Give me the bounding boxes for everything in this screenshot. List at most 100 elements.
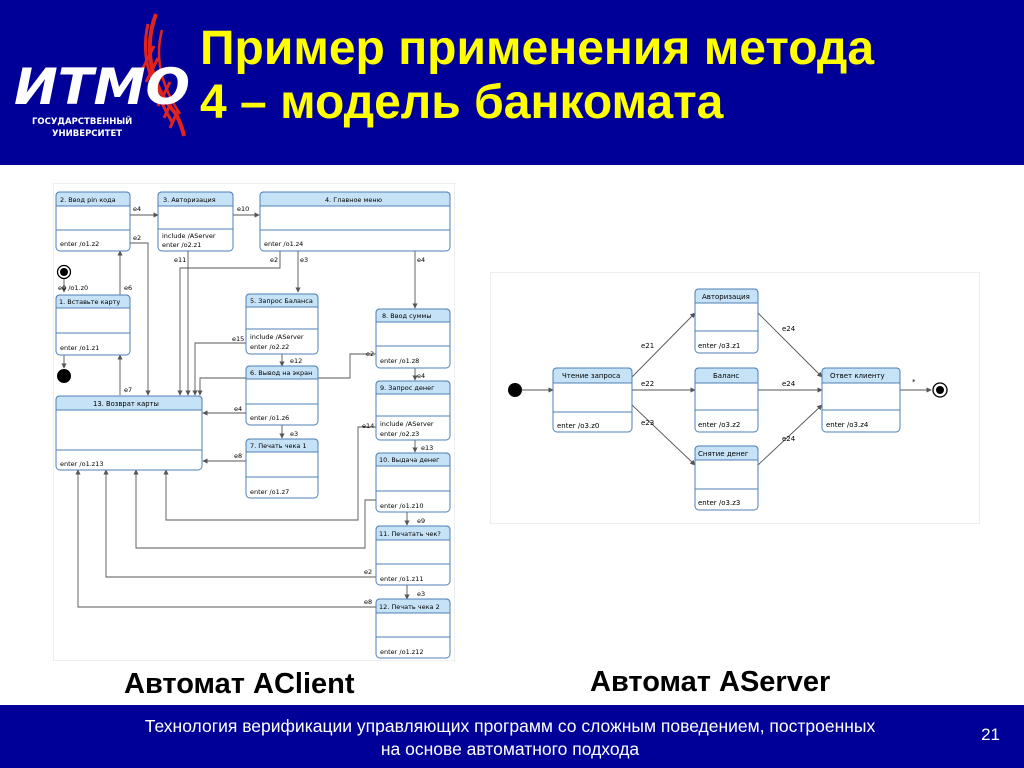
state-2: 2. Ввод pin кода enter /o1.z2: [55, 191, 131, 252]
diagram-label: e24: [782, 435, 796, 443]
diagram-label: enter /o1.z7: [250, 488, 289, 496]
diagram-label: e21: [641, 342, 654, 350]
state-9: 9. Запрос денег include /AServer enter /…: [375, 380, 451, 441]
footer-line-2: на основе автоматного подхода: [380, 739, 640, 759]
diagram-label: e24: [782, 380, 796, 388]
state-10: 10. Выдача денег enter /o1.z10: [375, 452, 451, 513]
server-initial-state-icon: [508, 383, 522, 397]
diagram-label: 11. Печатать чек?: [379, 530, 441, 538]
diagram-label: e3: [290, 430, 298, 438]
state-3: 3. Авторизация include /AServer enter /o…: [157, 191, 234, 252]
server-state-auth: Авторизация enter /o3.z1: [694, 288, 759, 354]
diagram-label: e23: [641, 419, 654, 427]
transition-labels: e4 e10 e2 e11 e6 e0 /o1.z0 e2 e3 e4 e15 …: [58, 205, 433, 606]
diagram-label: enter /o3.z4: [826, 421, 869, 429]
diagram-label: enter /o3.z2: [698, 421, 740, 429]
diagram-label: enter /o1.z4: [264, 240, 303, 248]
diagram-label: e22: [641, 380, 654, 388]
diagram-label: include /AServer: [380, 420, 434, 428]
footer-line-1: Технология верификации управляющих прогр…: [144, 716, 876, 736]
diagram-label: e8: [364, 598, 372, 606]
caption-aclient: Автомат AClient: [124, 668, 355, 700]
logo-flame-icon: [140, 13, 186, 137]
header-bar: ИТМО ГОСУДАРСТВЕННЫЙ УНИВЕРСИТЕТ Пример …: [0, 0, 1024, 165]
logo-text: ИТМО: [14, 58, 190, 116]
diagram-label: e2: [270, 256, 278, 264]
diagram-label: enter /o2.z1: [162, 241, 201, 249]
state-8: 8. Ввод суммы enter /o1.z8: [375, 308, 451, 369]
diagram-label: e4: [133, 205, 141, 213]
slide-title-line-1: Пример применения метода: [200, 22, 875, 75]
diagram-label: e11: [174, 256, 186, 264]
diagram-label: 12. Печать чека 2: [379, 603, 440, 611]
diagram-label: e24: [782, 325, 796, 333]
diagram-label: e7: [124, 386, 132, 394]
state-12: 12. Печать чека 2 enter /o1.z12: [375, 598, 451, 659]
diagram-label: e6: [124, 284, 132, 292]
server-state-balance: Баланс enter /o3.z2: [694, 367, 759, 433]
diagram-label: enter /o1.z2: [60, 240, 99, 248]
diagram-label: enter /o2.z2: [250, 343, 289, 351]
diagram-label: e3: [417, 590, 425, 598]
diagram-label: enter /o2.z3: [380, 430, 419, 438]
slide-title: Пример применения метода 4 – модель банк…: [200, 22, 1020, 130]
diagram-label: e8: [234, 452, 242, 460]
state-1: 1. Вставьте карту enter /o1.z1: [55, 294, 131, 356]
diagram-label: enter /o3.z3: [698, 499, 740, 507]
diagram-label: e4: [234, 405, 242, 413]
state-13: 13. Возврат карты enter /o1.z13: [55, 395, 203, 471]
diagram-label: 7. Печать чека 1: [250, 442, 307, 450]
diagram-label: enter /o1.z8: [380, 357, 419, 365]
logo-caption-1: ГОСУДАРСТВЕННЫЙ: [32, 115, 132, 127]
slide-title-line-2: 4 – модель банкомата: [200, 76, 724, 129]
diagram-label: e9: [417, 517, 425, 525]
logo-caption-2: УНИВЕРСИТЕТ: [52, 129, 122, 139]
diagram-label: e13: [421, 444, 433, 452]
server-state-read: Чтение запроса enter /o3.z0: [552, 367, 633, 433]
diagram-label: 9. Запрос денег: [380, 384, 435, 392]
diagram-label: 10. Выдача денег: [379, 456, 440, 464]
diagram-label: e4: [417, 256, 425, 264]
diagram-label: Авторизация: [702, 293, 750, 301]
diagram-label: e2: [133, 234, 141, 242]
diagram-label: enter /o1.z12: [380, 648, 423, 656]
caption-aserver: Автомат AServer: [590, 666, 831, 698]
state-11: 11. Печатать чек? enter /o1.z11: [375, 525, 451, 586]
diagram-label: e14: [362, 422, 374, 430]
diagram-label: 2. Ввод pin кода: [60, 196, 116, 204]
diagram-label: 13. Возврат карты: [93, 400, 159, 408]
diagram-label: 4. Главное меню: [325, 196, 383, 204]
diagram-label: 1. Вставьте карту: [59, 298, 120, 306]
diagram-label: enter /o1.z6: [250, 414, 289, 422]
diagram-label: include /AServer: [250, 333, 304, 341]
initial-state-icon: [57, 369, 71, 383]
diagram-label: e0 /o1.z0: [58, 284, 88, 292]
diagram-label: enter /o3.z0: [557, 422, 599, 430]
itmo-logo: ИТМО ГОСУДАРСТВЕННЫЙ УНИВЕРСИТЕТ: [14, 13, 190, 139]
state-5: 5. Запрос Баланса include /AServer enter…: [245, 293, 319, 355]
diagram-label: 8. Ввод суммы: [382, 312, 431, 320]
diagram-label: e2: [364, 568, 372, 576]
diagram-label: enter /o1.z11: [380, 575, 423, 583]
state-4: 4. Главное меню enter /o1.z4: [259, 191, 451, 252]
state-7: 7. Печать чека 1 enter /o1.z7: [245, 438, 319, 499]
diagram-label: Чтение запроса: [562, 372, 620, 380]
diagram-label: Ответ клиенту: [830, 372, 885, 380]
diagram-label: e2: [366, 350, 374, 358]
diagram-label: e4: [417, 372, 425, 380]
footer-text: Технология верификации управляющих прогр…: [40, 715, 980, 761]
diagram-label: *: [912, 378, 916, 386]
diagram-label: 3. Авторизация: [163, 196, 216, 204]
diagram-label: include /AServer: [162, 232, 216, 240]
diagram-label: enter /o1.z1: [60, 344, 99, 352]
diagram-label: enter /o1.z10: [380, 502, 423, 510]
diagram-label: 5. Запрос Баланса: [250, 297, 313, 305]
diagram-label: e12: [290, 357, 302, 365]
diagram-label: Снятие денег: [698, 450, 749, 458]
server-state-withdraw: Снятие денег enter /o3.z3: [694, 445, 759, 511]
diagram-label: Баланс: [713, 372, 739, 380]
state-6: 6. Вывод на экран enter /o1.z6: [245, 365, 319, 426]
server-state-reply: Ответ клиенту enter /o3.z4: [821, 367, 901, 433]
diagram-label: e15: [232, 335, 244, 343]
footer-bar: Технология верификации управляющих прогр…: [0, 705, 1024, 768]
